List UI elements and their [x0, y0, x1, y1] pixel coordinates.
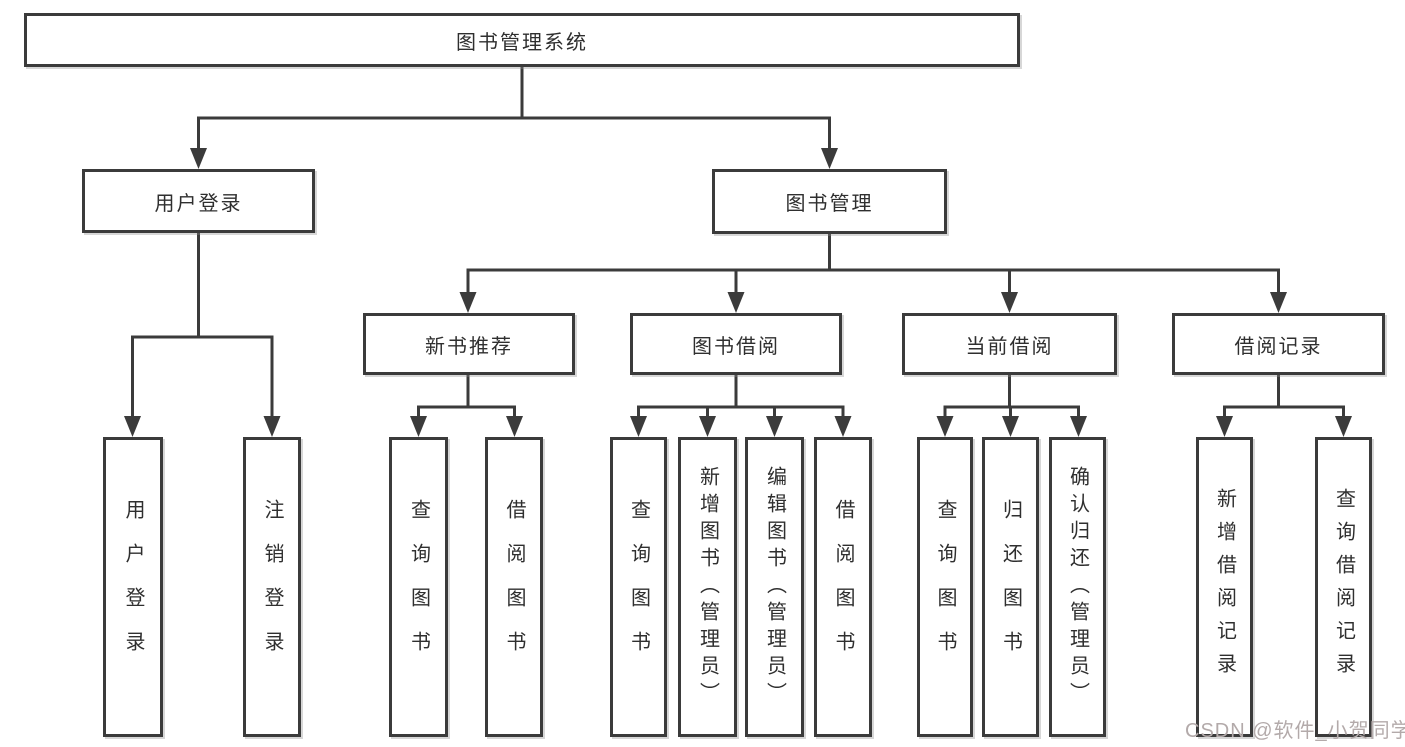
- node-label: 图书管理系统: [456, 31, 588, 54]
- node-new-book-recommendation: 新书推荐: [363, 313, 575, 375]
- leaf-query-books-current: 查询图书: [917, 437, 973, 737]
- leaf-return-books: 归还图书: [982, 437, 1039, 737]
- node-label: 图书管理: [785, 193, 874, 215]
- leaf-label: 借阅图书: [503, 499, 525, 675]
- leaf-label: 用户登录: [122, 499, 144, 675]
- node-label: 当前借阅: [965, 335, 1054, 358]
- leaf-confirm-return-admin: 确认归还（管理员）: [1049, 437, 1106, 737]
- connector-current-borrow: [943, 375, 1080, 419]
- node-label: 用户登录: [154, 192, 243, 215]
- leaf-borrow-books: 借阅图书: [814, 437, 872, 737]
- leaf-label: 新增借阅记录: [1213, 488, 1236, 686]
- node-label: 借阅记录: [1234, 335, 1323, 358]
- node-library-management-system: 图书管理系统: [24, 13, 1020, 67]
- csdn-watermark: CSDN @软件_小贺同学: [1185, 720, 1405, 742]
- node-label: 图书借阅: [692, 335, 780, 358]
- leaf-edit-books-admin: 编辑图书（管理员）: [745, 437, 804, 737]
- node-book-management: 图书管理: [712, 169, 947, 234]
- leaf-query-books-borrowing: 查询图书: [610, 437, 667, 737]
- node-label: 新书推荐: [425, 335, 513, 358]
- leaf-label: 查询图书: [407, 499, 430, 675]
- arrowheads: [124, 148, 1352, 437]
- leaf-label: 查询借阅记录: [1332, 488, 1355, 686]
- leaf-label: 新增图书（管理员）: [696, 465, 719, 709]
- connector-book-borrow: [637, 375, 845, 419]
- node-user-login: 用户登录: [82, 169, 315, 233]
- node-book-borrowing: 图书借阅: [630, 313, 842, 375]
- connector-book-mgmt: [466, 234, 1280, 296]
- leaf-label: 查询图书: [627, 499, 650, 675]
- leaf-label: 注销登录: [261, 499, 283, 675]
- leaf-label: 编辑图书（管理员）: [763, 465, 786, 709]
- leaf-label: 查询图书: [934, 499, 956, 675]
- leaf-logout: 注销登录: [243, 437, 301, 737]
- connector-root: [197, 67, 831, 152]
- connector-user-login: [131, 233, 274, 419]
- node-borrowing-records: 借阅记录: [1172, 313, 1385, 375]
- leaf-label: 确认归还（管理员）: [1066, 465, 1089, 709]
- node-current-borrowing: 当前借阅: [902, 313, 1117, 375]
- leaf-query-borrow-record: 查询借阅记录: [1315, 437, 1372, 737]
- leaf-user-login: 用户登录: [103, 437, 163, 737]
- connector-borrow-records: [1223, 375, 1345, 419]
- connector-new-book-rec: [417, 375, 516, 419]
- leaf-query-books-recommendation: 查询图书: [389, 437, 448, 737]
- leaf-add-borrow-record: 新增借阅记录: [1196, 437, 1253, 737]
- leaf-add-books-admin: 新增图书（管理员）: [678, 437, 737, 737]
- leaf-label: 归还图书: [999, 499, 1022, 675]
- leaf-label: 借阅图书: [832, 499, 854, 675]
- leaf-borrow-books-recommendation: 借阅图书: [485, 437, 543, 737]
